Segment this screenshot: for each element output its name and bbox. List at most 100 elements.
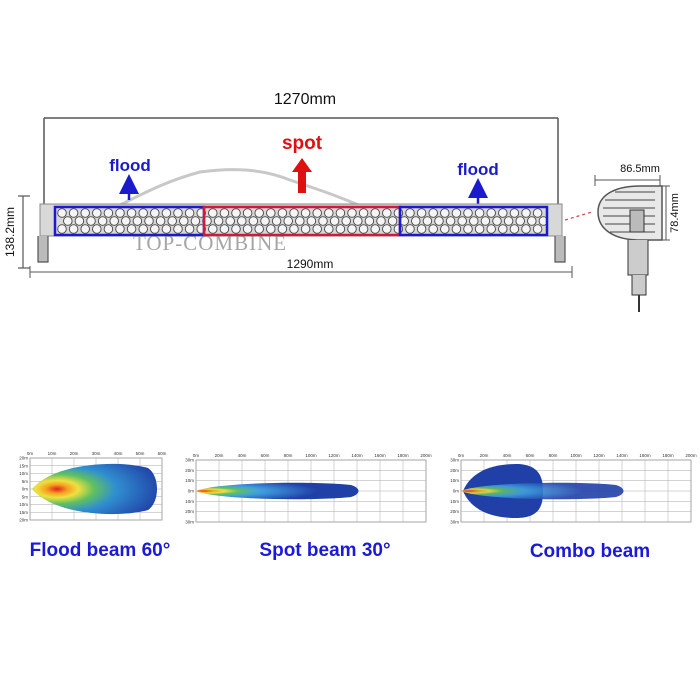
led — [382, 208, 392, 218]
led — [527, 216, 537, 226]
x-tick-label: 50m — [136, 451, 145, 456]
led — [416, 208, 427, 218]
x-tick-label: 80m — [549, 453, 558, 458]
y-tick-label: 30m — [450, 458, 459, 463]
led — [422, 216, 433, 226]
led — [237, 216, 247, 226]
top-dimension: 1270mm — [43, 91, 559, 205]
y-tick-label: 20m — [450, 468, 459, 473]
led — [300, 224, 311, 234]
led — [57, 208, 67, 218]
beam-caption: Combo beam — [530, 541, 650, 562]
led — [213, 216, 224, 226]
beam-pattern-shape — [196, 482, 359, 500]
x-tick-label: 60m — [526, 453, 535, 458]
y-tick-label: 15m — [19, 510, 28, 515]
spot-label: spot — [282, 133, 323, 154]
led — [80, 208, 90, 218]
led — [503, 216, 514, 226]
led — [393, 208, 404, 218]
led — [86, 216, 96, 226]
bottom-dimension: 1290mm — [29, 257, 573, 278]
x-tick-label: 180m — [662, 453, 674, 458]
led — [474, 208, 485, 218]
bottom-width-label: 1290mm — [287, 257, 334, 271]
led — [312, 224, 322, 234]
led — [335, 208, 346, 218]
zone-right: flood — [457, 160, 499, 204]
led — [405, 208, 415, 218]
height-label: 138.2mm — [3, 207, 17, 257]
led — [103, 208, 114, 218]
y-tick-label: 0m — [453, 489, 460, 494]
y-tick-label: 10m — [450, 478, 459, 483]
x-tick-label: 100m — [570, 453, 582, 458]
led — [382, 224, 392, 234]
flood-zone-right — [398, 205, 549, 237]
y-tick-label: 20m — [450, 509, 459, 514]
led — [242, 208, 253, 218]
led — [248, 216, 259, 226]
y-tick-label: 20m — [185, 468, 194, 473]
led — [358, 224, 369, 234]
led — [358, 208, 369, 218]
beam-caption: Spot beam 30° — [259, 540, 390, 561]
x-tick-label: 60m — [261, 453, 270, 458]
led — [532, 208, 543, 218]
led — [92, 208, 102, 218]
led — [231, 224, 241, 234]
led — [150, 208, 160, 218]
led — [138, 208, 148, 218]
led — [440, 208, 450, 218]
vehicle-silhouette — [119, 168, 381, 217]
x-tick-label: 40m — [238, 453, 247, 458]
led — [92, 224, 102, 234]
led — [324, 208, 334, 218]
x-tick-label: 20m — [215, 453, 224, 458]
led — [260, 216, 270, 226]
led — [97, 216, 108, 226]
x-tick-label: 30m — [92, 451, 101, 456]
led — [486, 208, 496, 218]
led — [509, 208, 520, 218]
side-width-label: 86.5mm — [620, 163, 660, 175]
x-tick-label: 80m — [284, 453, 293, 458]
zone-left: flood — [109, 156, 151, 200]
flood-label-left: flood — [109, 156, 151, 175]
led — [190, 216, 201, 226]
led — [306, 216, 317, 226]
led — [173, 208, 183, 218]
x-tick-label: 200m — [685, 453, 697, 458]
beam-pattern-spot-part — [461, 482, 624, 500]
led — [208, 208, 218, 218]
led — [150, 224, 160, 234]
led — [515, 216, 525, 226]
led — [445, 216, 456, 226]
x-tick-label: 160m — [639, 453, 651, 458]
led — [434, 216, 444, 226]
watermark: TOP-COMBINE — [133, 231, 287, 255]
led — [57, 224, 67, 234]
led — [289, 224, 299, 234]
led — [126, 208, 137, 218]
led — [115, 224, 125, 234]
x-tick-label: 0m — [458, 453, 465, 458]
x-tick-label: 180m — [397, 453, 409, 458]
led — [173, 224, 183, 234]
arrow-up-icon — [292, 158, 312, 193]
y-tick-label: 10m — [185, 499, 194, 504]
led — [469, 216, 479, 226]
led — [451, 224, 462, 234]
led — [277, 208, 288, 218]
y-tick-label: 10m — [19, 502, 28, 507]
led — [451, 208, 462, 218]
y-tick-label: 30m — [185, 458, 194, 463]
y-tick-label: 30m — [185, 520, 194, 525]
beam-caption: Flood beam 60° — [30, 540, 171, 561]
top-width-label: 1270mm — [274, 91, 336, 108]
led — [393, 224, 404, 234]
led — [364, 216, 375, 226]
